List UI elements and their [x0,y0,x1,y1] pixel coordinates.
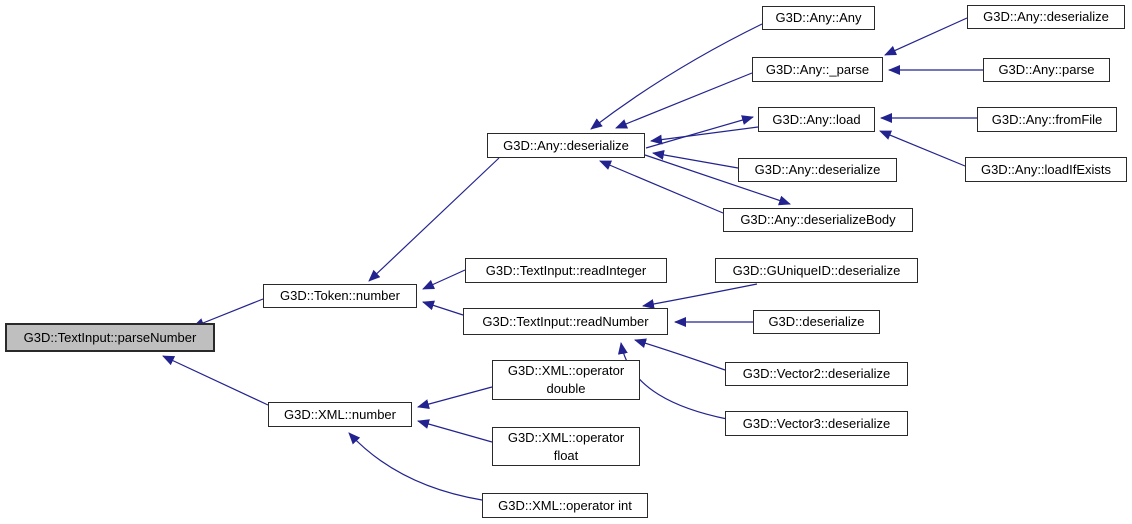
node-any-deserialize[interactable]: G3D::Any::deserialize [487,133,645,158]
edge-vector2-to-readnumber [634,338,726,371]
node-textinput-readnumber[interactable]: G3D::TextInput::readNumber [463,308,668,335]
edge-op-int-to-xml-number [348,432,483,501]
edge-any-deserialize-to-any-load [645,115,754,149]
edge-any-load-to-any-deserialize [650,126,759,145]
edges [162,17,983,501]
node-any-deserialize-2[interactable]: G3D::Any::deserialize [738,158,897,182]
node-guniqueid-deserialize[interactable]: G3D::GUniqueID::deserialize [715,258,918,283]
edge-op-float-to-xml-number [417,419,493,443]
node-any-deserializebody[interactable]: G3D::Any::deserializeBody [723,208,913,232]
edge-readinteger-to-token-number [422,269,466,290]
edge-loadifexists-to-any-load [879,130,966,167]
edge-readnumber-to-token-number [422,300,464,316]
node-any-fromfile[interactable]: G3D::Any::fromFile [977,107,1117,132]
node-xml-operator-int[interactable]: G3D::XML::operator int [482,493,648,518]
node-textinput-parsenumber: G3D::TextInput::parseNumber [5,323,215,352]
node-xml-operator-float[interactable]: G3D::XML::operator float [492,427,640,466]
edge-any-deserialize-to-token-number [368,157,500,282]
node-g3d-deserialize[interactable]: G3D::deserialize [753,310,880,334]
edge-deserializebody-to-any-deserialize [599,160,724,214]
node-any-deserialize-3[interactable]: G3D::Any::deserialize [967,5,1125,29]
node-xml-operator-double[interactable]: G3D::XML::operator double [492,360,640,400]
edge-any-any-to-any-deserialize [590,23,763,130]
edge-xml-number-to-parsenumber [162,355,269,406]
node-xml-number[interactable]: G3D::XML::number [268,402,412,427]
node-token-number[interactable]: G3D::Token::number [263,284,417,308]
node-vector2-deserialize[interactable]: G3D::Vector2::deserialize [725,362,908,386]
edge-vector3-to-readnumber [617,342,728,420]
node-any-underscore-parse[interactable]: G3D::Any::_parse [752,57,883,82]
edge-any-deserialize-to-deserializebody [644,154,791,206]
node-any-load[interactable]: G3D::Any::load [758,107,875,132]
node-vector3-deserialize[interactable]: G3D::Vector3::deserialize [725,411,908,436]
edge-parse-internal-to-any-deserialize [615,72,753,129]
node-any-loadifexists[interactable]: G3D::Any::loadIfExists [965,157,1127,182]
node-any-any[interactable]: G3D::Any::Any [762,6,875,30]
edge-op-double-to-xml-number [417,386,493,409]
edge-guniqueid-to-readnumber [642,283,758,309]
edge-token-number-to-parsenumber [192,298,264,328]
node-any-parse[interactable]: G3D::Any::parse [983,58,1110,82]
node-textinput-readinteger[interactable]: G3D::TextInput::readInteger [465,258,667,283]
edge-any-deserialize3-to-parse-internal [884,17,968,56]
edge-any-deserialize2-to-any-deserialize [652,149,739,169]
